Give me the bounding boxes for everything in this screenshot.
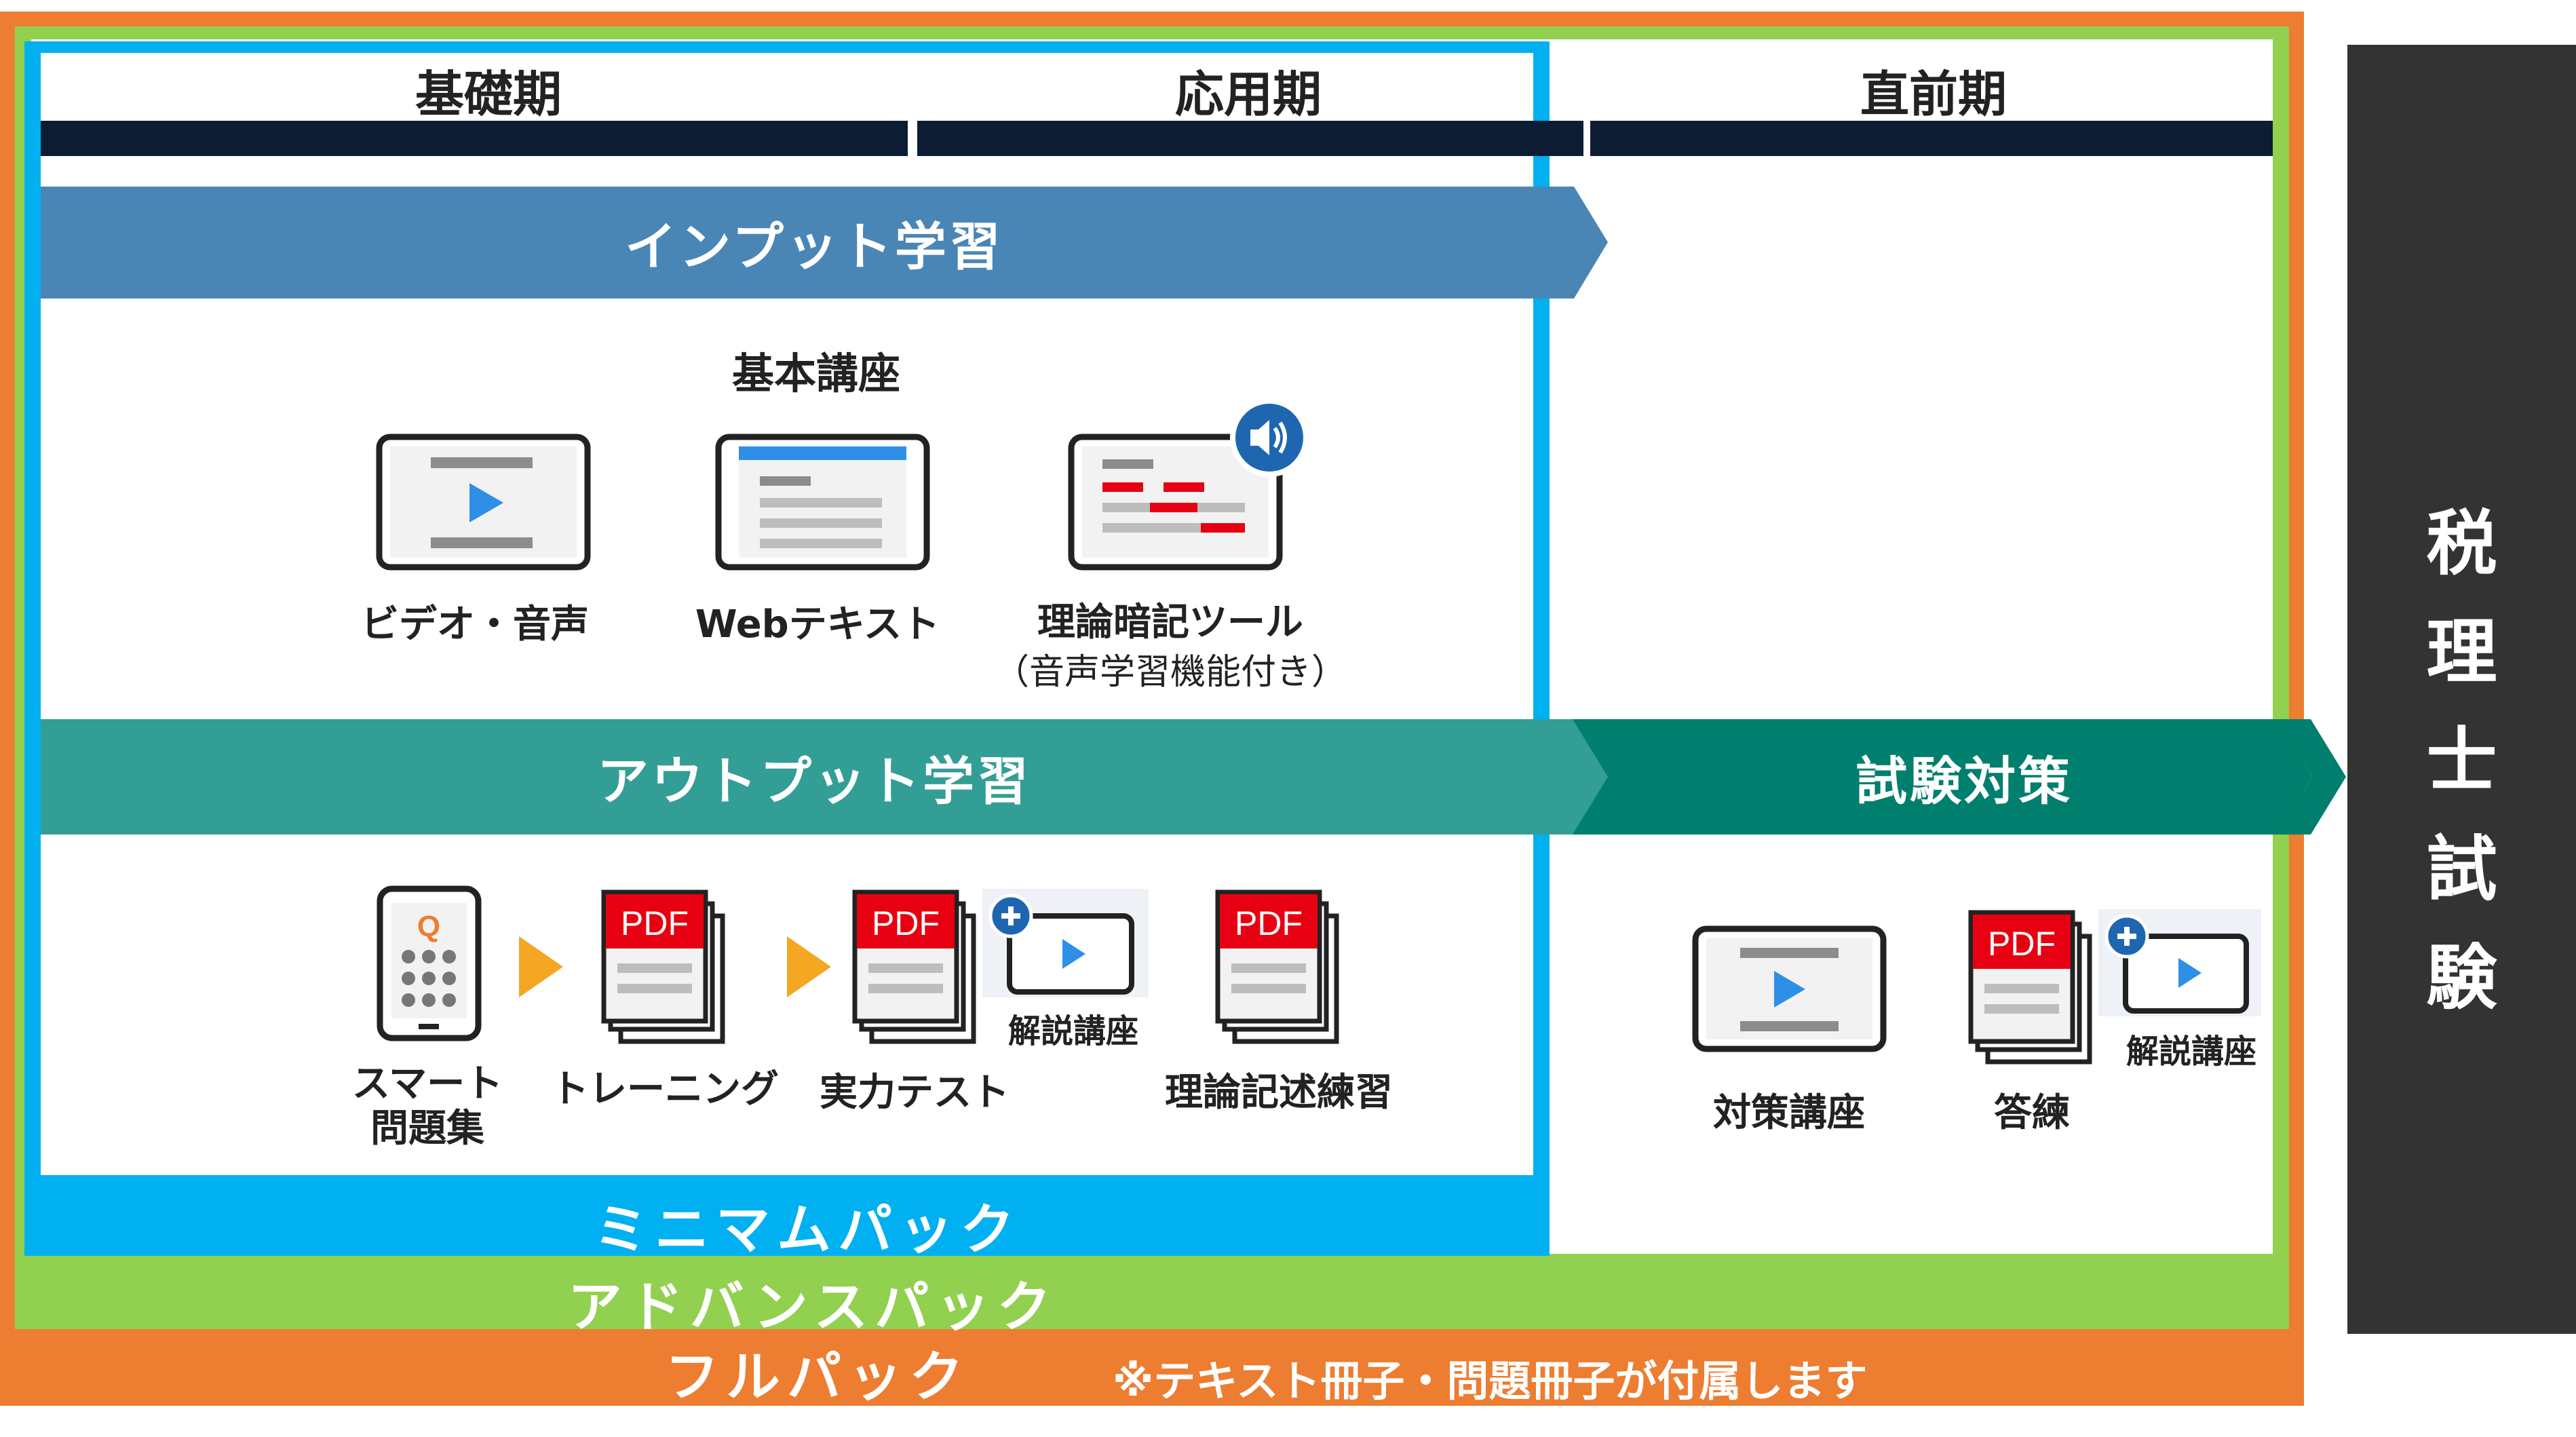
exam-prep-band-label: 試験対策 xyxy=(1856,751,2073,811)
period-bar-final xyxy=(1590,121,2273,156)
full-pack-label: フルパック xyxy=(665,1345,970,1409)
strategy-tablet-icon xyxy=(1692,925,1887,1052)
arrow-right-icon xyxy=(787,936,831,997)
booklet-note: ※テキスト冊子・問題冊子が付属します xyxy=(1113,1356,1868,1406)
theory-tool-sublabel: （音声学習機能付き） xyxy=(993,652,1347,693)
exam-prep-band xyxy=(1573,719,2346,835)
commentary-label: 解説講座 xyxy=(1007,1012,1139,1050)
smart-question-label: スマート問題集 xyxy=(351,1062,503,1151)
svg-text:PDF: PDF xyxy=(621,904,689,942)
output-band-label: アウトプット学習 xyxy=(597,751,1031,811)
commentary-video-icon xyxy=(2098,909,2261,1016)
svg-text:PDF: PDF xyxy=(872,904,940,942)
video-audio-label: ビデオ・音声 xyxy=(361,602,589,647)
period-bar-applied xyxy=(917,121,1583,156)
period-applied: 応用期 xyxy=(1174,66,1322,123)
input-band xyxy=(41,187,1608,299)
strategy-course-label: 対策講座 xyxy=(1713,1091,1865,1135)
output-band xyxy=(41,719,1615,835)
period-final: 直前期 xyxy=(1860,66,2007,123)
period-basic: 基礎期 xyxy=(415,66,562,123)
svg-text:PDF: PDF xyxy=(1235,904,1303,942)
arrow-right-icon xyxy=(519,936,563,997)
web-text-label: Webテキスト xyxy=(695,602,940,647)
input-band-label: インプット学習 xyxy=(625,216,1003,277)
training-label: トレーニング xyxy=(551,1067,779,1111)
svg-text:Q: Q xyxy=(417,910,440,943)
video-tablet-icon xyxy=(376,434,591,571)
mock-test-label: 実力テスト xyxy=(820,1071,1010,1115)
advance-pack-label: アドバンスパック xyxy=(567,1276,1058,1339)
minimum-pack-label: ミニマムパック xyxy=(594,1198,1021,1261)
pdf-icon: PDF xyxy=(852,889,976,1044)
theory-tool-tablet-icon xyxy=(1068,398,1309,571)
basic-course-title: 基本講座 xyxy=(731,349,901,398)
smartphone-icon: Q xyxy=(377,885,482,1041)
exam-commentary-label: 解説講座 xyxy=(2126,1033,2257,1071)
tax-exam-block: 税理士試験 xyxy=(2347,45,2576,1334)
web-text-tablet-icon xyxy=(715,434,930,571)
svg-text:PDF: PDF xyxy=(1988,925,2056,963)
pdf-icon: PDF xyxy=(1215,889,1339,1044)
commentary-video-icon xyxy=(982,889,1149,997)
tax-exam-label: 税理士試験 xyxy=(2426,502,2497,1019)
answer-practice-label: 答練 xyxy=(1994,1091,2070,1135)
pdf-icon: PDF xyxy=(601,889,725,1044)
pdf-icon: PDF xyxy=(1968,910,2092,1065)
period-bar-basic xyxy=(41,121,908,156)
theory-tool-label: 理論暗記ツール xyxy=(1037,600,1303,645)
theory-writing-label: 理論記述練習 xyxy=(1165,1071,1393,1115)
